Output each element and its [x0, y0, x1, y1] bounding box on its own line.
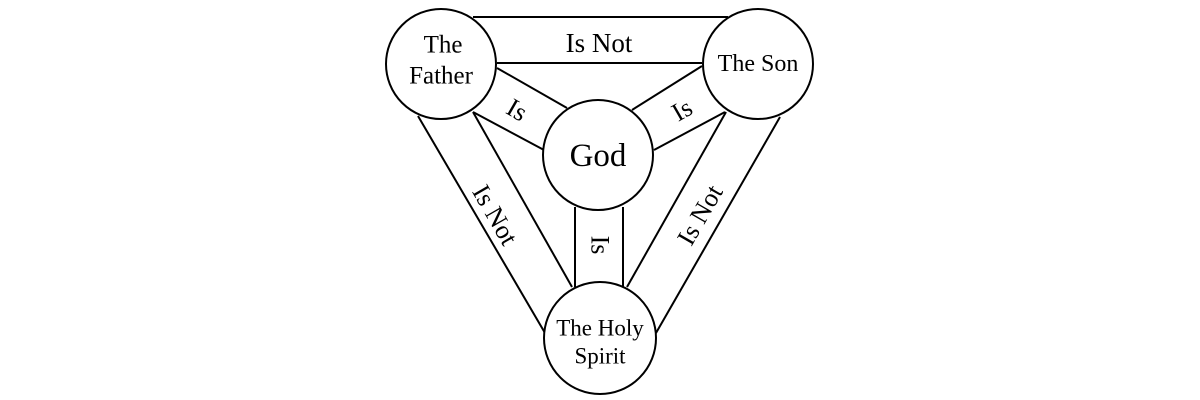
- band-father-god: [472, 67, 568, 151]
- band-god-spirit: [574, 207, 624, 287]
- label-son-spirit: Is Not: [671, 179, 729, 250]
- node-spirit: The Holy Spirit: [543, 281, 657, 395]
- node-spirit-line1: The Holy: [556, 316, 644, 341]
- node-spirit-line2: Spirit: [574, 344, 626, 369]
- band-father-spirit: [417, 111, 573, 334]
- band-son-god: [631, 65, 726, 151]
- node-god-label: God: [570, 138, 627, 174]
- label-father-son: Is Not: [566, 28, 633, 58]
- node-son: The Son: [702, 8, 814, 120]
- node-father: The Father: [385, 8, 497, 120]
- label-son-god: Is: [667, 93, 698, 128]
- node-god: God: [542, 99, 654, 211]
- band-father-son: [473, 16, 728, 64]
- node-father-line2: Father: [409, 63, 474, 90]
- label-spirit-god: Is: [586, 236, 615, 255]
- node-son-label: The Son: [718, 51, 799, 77]
- label-father-god: Is: [502, 93, 533, 128]
- band-son-spirit: [626, 111, 781, 334]
- node-father-line1: The: [424, 32, 463, 59]
